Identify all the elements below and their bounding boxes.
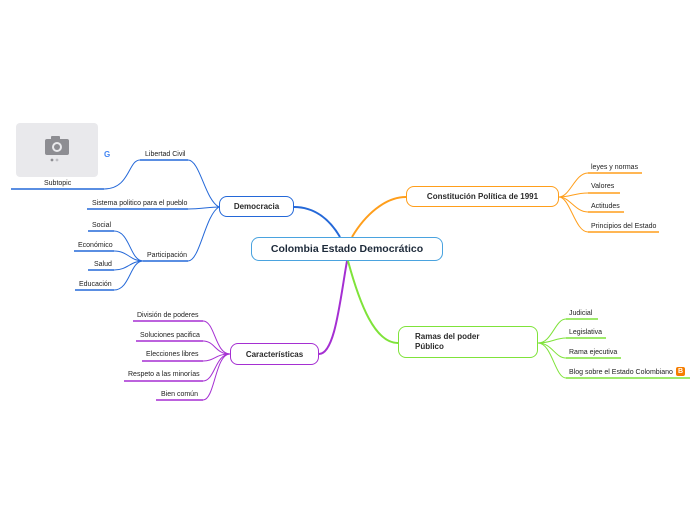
subtopic-salud[interactable]: Salud: [94, 261, 112, 268]
subtopic-elecciones-libres[interactable]: Elecciones libres: [146, 351, 199, 358]
subtopic-subtopic[interactable]: Subtopic: [44, 180, 72, 187]
central-topic-label: Colombia Estado Democrátic​o: [270, 243, 424, 255]
image-placeholder: [16, 123, 98, 177]
topic-caracteristicas-label: Características: [245, 349, 304, 359]
blogger-icon[interactable]: B: [676, 367, 685, 376]
subtopic-rama-ejecutiva[interactable]: Rama ejecutiva: [569, 349, 618, 356]
subtopic-legislativa[interactable]: Legislativa: [569, 329, 603, 336]
subtopic-bien-comun[interactable]: Bien común: [161, 391, 198, 398]
connector-center-ramas: [347, 260, 399, 344]
subtopic-division-poderes[interactable]: División de poderes: [137, 312, 199, 319]
subtopic-blog-estado[interactable]: Blog sobre el Estado Colombiano: [569, 369, 673, 376]
subtopic-respeto-minorias[interactable]: Respeto a las minorías: [128, 371, 200, 378]
topic-democracia[interactable]: Democracia: [219, 196, 294, 217]
subtopic-sistema-politico[interactable]: Sistema politico para el pueblo: [92, 200, 188, 207]
topic-democracia-label: Democracia: [233, 202, 280, 211]
subtopic-soluciones-pacifica[interactable]: Soluciones pacifica: [140, 332, 200, 339]
subtopic-principios-estado[interactable]: Principios del Estado: [591, 223, 657, 230]
connector-center-caracteristicas: [318, 260, 348, 355]
connector-center-democracia: [293, 206, 341, 238]
connector-center-constitucion: [351, 196, 407, 238]
subtopic-participacion[interactable]: Participación: [147, 252, 188, 259]
subtopic-social[interactable]: Social: [92, 222, 112, 229]
subtopic-actitudes[interactable]: Actitudes: [591, 203, 620, 210]
topic-constitucion-label: Constitución Política de 1991: [426, 192, 539, 201]
google-icon[interactable]: G: [104, 150, 111, 159]
camera-icon: [45, 136, 69, 162]
topic-caracteristicas[interactable]: Características: [230, 343, 319, 365]
topic-ramas[interactable]: Ramas del poder Público: [398, 326, 538, 358]
subtopic-educacion[interactable]: Educación: [79, 281, 112, 288]
subtopic-valores[interactable]: Valores: [591, 183, 615, 190]
subtopic-judicial[interactable]: Judicial: [569, 310, 593, 317]
topic-constitucion[interactable]: Constitución Política de 1991: [406, 186, 559, 207]
subtopic-economico[interactable]: Económico: [78, 242, 113, 249]
topic-ramas-label-line2: Público: [415, 342, 444, 351]
central-topic[interactable]: Colombia Estado Democrátic​o: [251, 237, 443, 261]
topic-ramas-label-line1: Ramas del poder: [415, 332, 480, 341]
subtopic-libertad-civil[interactable]: Libertad Civil: [145, 151, 186, 158]
subtopic-leyes-normas[interactable]: leyes y normas: [591, 164, 639, 171]
